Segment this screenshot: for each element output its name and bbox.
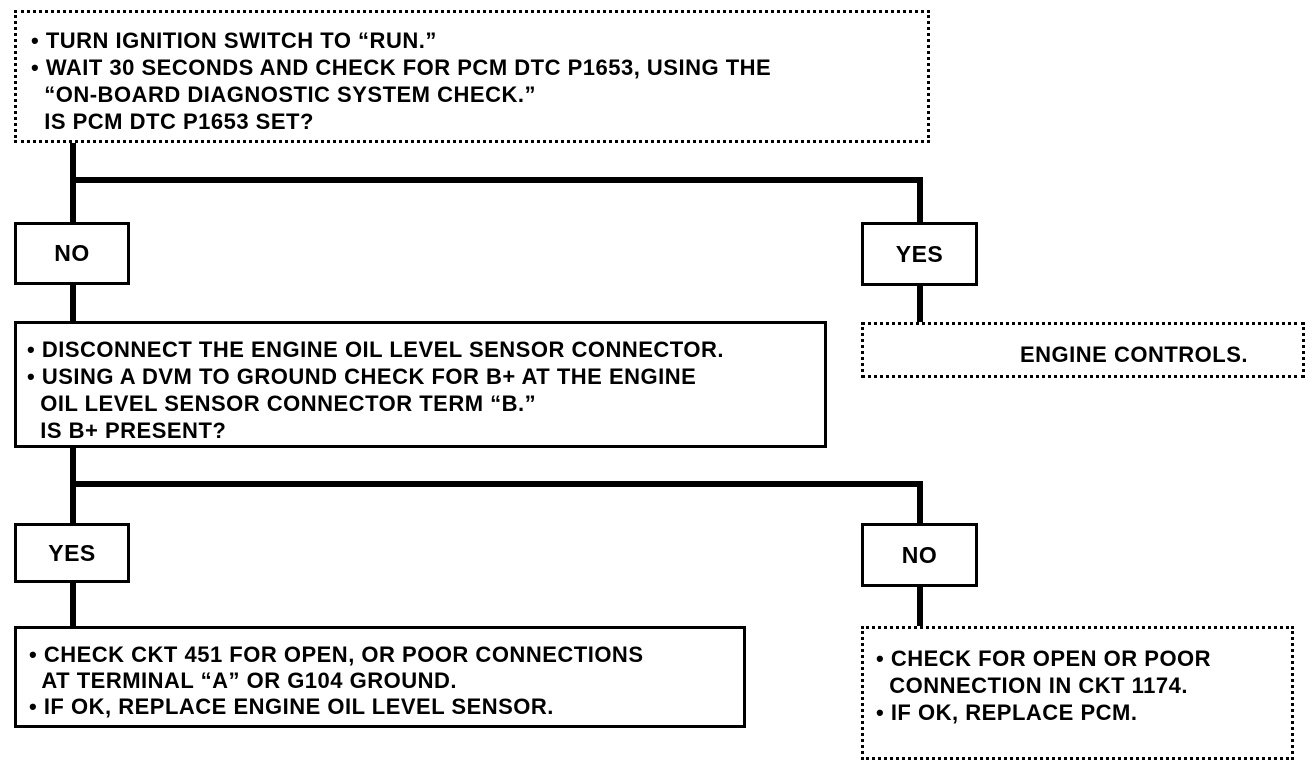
step3-no-box: • CHECK FOR OPEN OR POOR CONNECTION IN C… [861, 626, 1294, 760]
step1-line-1: • TURN IGNITION SWITCH TO “RUN.” [31, 28, 437, 53]
connector-yes2-to-step3 [70, 581, 76, 628]
step1-box: • TURN IGNITION SWITCH TO “RUN.” • WAIT … [14, 10, 930, 143]
connector-no1-to-step2 [70, 283, 76, 323]
step1-line-3: “ON-BOARD DIAGNOSTIC SYSTEM CHECK.” [31, 82, 536, 107]
step2-line-3: OIL LEVEL SENSOR CONNECTOR TERM “B.” [27, 391, 537, 416]
no-label-2: NO [861, 523, 978, 587]
connector-no2-to-step3 [917, 585, 923, 628]
step3-no-line-3: • IF OK, REPLACE PCM. [876, 700, 1138, 725]
step3-yes-line-2: AT TERMINAL “A” OR G104 GROUND. [29, 668, 458, 693]
branch2-horizontal [70, 481, 923, 487]
step2-line-1: • DISCONNECT THE ENGINE OIL LEVEL SENSOR… [27, 337, 724, 362]
yes-label-1-text: YES [895, 240, 944, 267]
no-label-1-text: NO [54, 240, 90, 266]
yes-label-2: YES [14, 523, 130, 583]
connector-to-no1 [70, 177, 76, 225]
step3-no-line-2: CONNECTION IN CKT 1174. [876, 673, 1189, 698]
step3-no-line-1: • CHECK FOR OPEN OR POOR [876, 646, 1212, 671]
branch1-horizontal [70, 177, 923, 183]
step3-yes-line-3: • IF OK, REPLACE ENGINE OIL LEVEL SENSOR… [29, 694, 554, 719]
yes-label-2-text: YES [48, 539, 96, 566]
connector-yes1-to-engine-controls [917, 285, 923, 323]
connector-to-no2 [917, 481, 923, 526]
step3-yes-line-1: • CHECK CKT 451 FOR OPEN, OR POOR CONNEC… [29, 642, 644, 667]
step2-box: • DISCONNECT THE ENGINE OIL LEVEL SENSOR… [14, 321, 827, 448]
connector-step1-down [70, 142, 76, 184]
connector-to-yes2 [70, 481, 76, 526]
yes-label-1: YES [861, 222, 978, 286]
step2-line-2: • USING A DVM TO GROUND CHECK FOR B+ AT … [27, 364, 697, 389]
step2-line-4: IS B+ PRESENT? [27, 418, 227, 443]
connector-step2-down [70, 446, 76, 488]
step1-line-2: • WAIT 30 SECONDS AND CHECK FOR PCM DTC … [31, 55, 772, 80]
step3-yes-box: • CHECK CKT 451 FOR OPEN, OR POOR CONNEC… [14, 626, 746, 728]
step1-line-4: IS PCM DTC P1653 SET? [31, 109, 314, 134]
no-label-2-text: NO [901, 541, 938, 568]
no-label-1: NO [14, 222, 130, 285]
engine-controls-text: ENGINE CONTROLS. [1020, 342, 1249, 367]
connector-to-yes1 [917, 177, 923, 225]
engine-controls-box: ENGINE CONTROLS. [861, 322, 1305, 378]
